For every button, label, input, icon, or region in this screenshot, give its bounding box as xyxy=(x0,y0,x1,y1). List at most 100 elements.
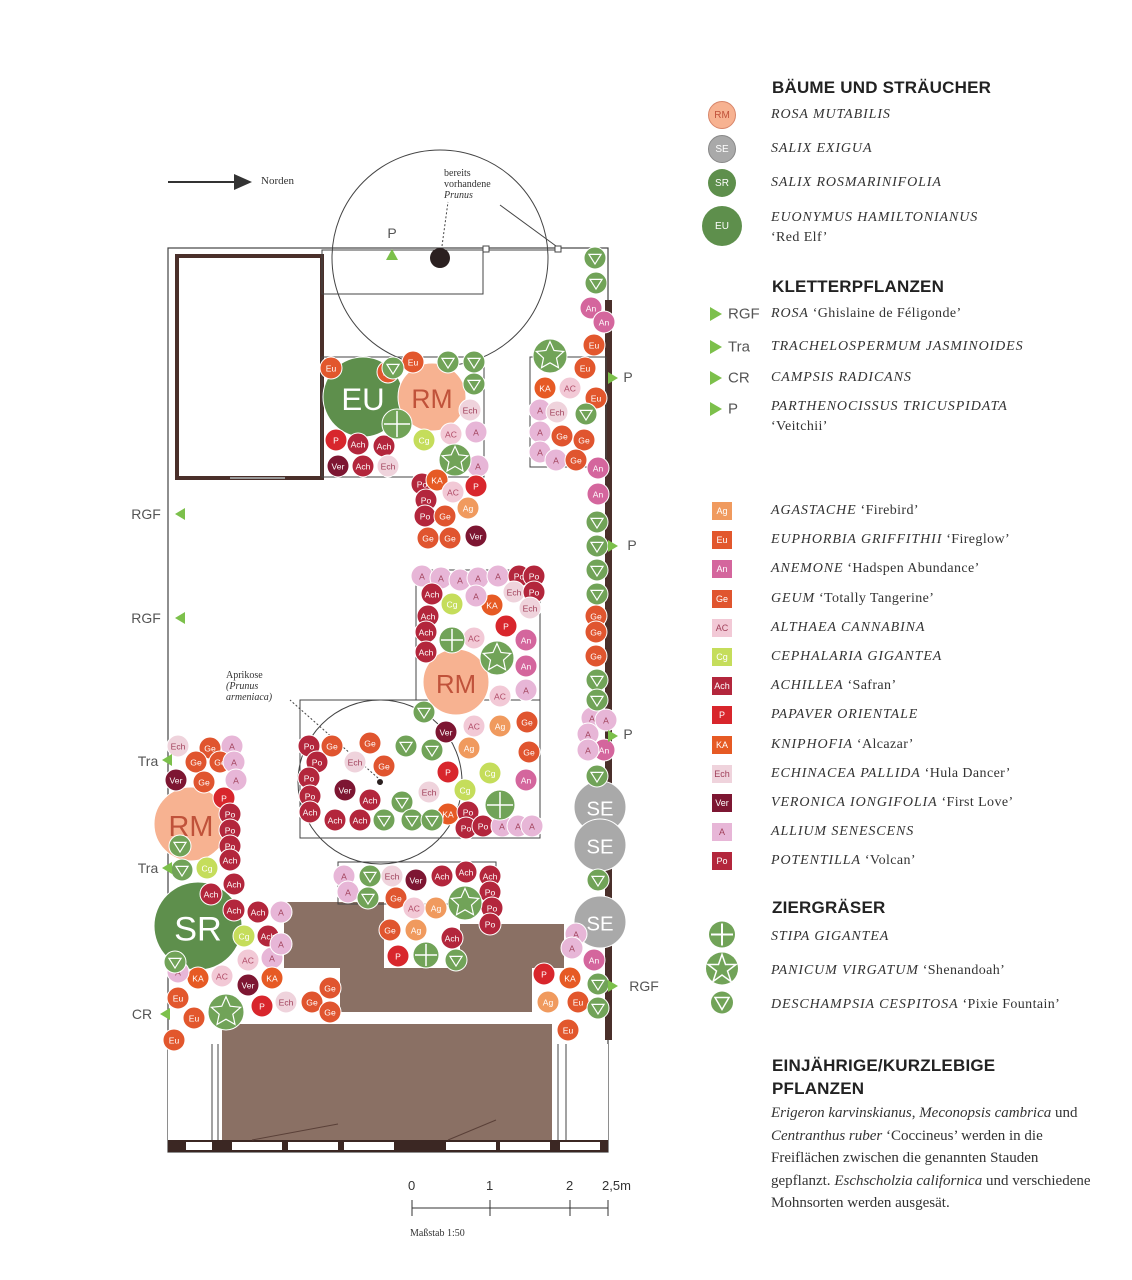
svg-text:Ag: Ag xyxy=(463,504,474,514)
svg-text:P: P xyxy=(473,482,479,492)
svg-text:A: A xyxy=(589,714,595,724)
svg-text:Ge: Ge xyxy=(439,512,451,522)
svg-text:KA: KA xyxy=(266,974,278,984)
svg-text:Po: Po xyxy=(485,920,496,930)
plant-cg: Cg xyxy=(453,778,477,802)
svg-text:Ver: Ver xyxy=(242,981,255,991)
svg-text:Cg: Cg xyxy=(202,864,213,874)
svg-text:Ech: Ech xyxy=(463,406,478,416)
plant-cg: Cg xyxy=(478,761,502,785)
legend-item-rm: RM ROSA MUTABILIS xyxy=(700,100,1130,130)
svg-text:A: A xyxy=(438,574,444,584)
svg-text:A: A xyxy=(419,572,425,582)
svg-text:Ech: Ech xyxy=(385,872,400,882)
svg-text:Ech: Ech xyxy=(550,408,565,418)
svg-text:Ge: Ge xyxy=(324,984,336,994)
plant-ka: KA xyxy=(533,376,557,400)
legend-item-deschampsia: DESCHAMPSIA CESPITOSA ‘Pixie Fountain’ xyxy=(700,990,1130,1020)
panicum-star-icon xyxy=(532,338,568,374)
svg-text:Ach: Ach xyxy=(419,628,434,638)
svg-text:AC: AC xyxy=(468,722,480,732)
deschampsia-triangle-icon xyxy=(585,534,609,558)
svg-text:Ach: Ach xyxy=(261,932,276,942)
plant-a: A xyxy=(486,564,510,588)
plant-a: A xyxy=(269,900,293,924)
plant-cg: Cg xyxy=(412,428,436,452)
svg-text:Po: Po xyxy=(312,758,323,768)
plant-sr: SR xyxy=(153,881,243,971)
plant-rm: RM xyxy=(397,362,467,432)
plant-rm: RM xyxy=(422,648,490,716)
plant-ge: Ge xyxy=(358,731,382,755)
climber-triangle-icon xyxy=(386,249,398,260)
annual-plants-text: Erigeron karvinskianus, Meconopsis cambr… xyxy=(771,1105,1091,1211)
svg-text:Po: Po xyxy=(529,588,540,598)
svg-text:An: An xyxy=(586,304,597,314)
plant-eu: Eu xyxy=(566,990,590,1014)
svg-text:Cg: Cg xyxy=(485,769,496,779)
svg-text:Ag: Ag xyxy=(464,744,475,754)
svg-text:A: A xyxy=(473,592,479,602)
deschampsia-triangle-icon xyxy=(585,510,609,534)
plant-ac: AC xyxy=(462,626,486,650)
svg-text:A: A xyxy=(537,406,543,416)
plant-p: P xyxy=(532,962,556,986)
scale-tick-0: 0 xyxy=(408,1178,416,1193)
plant-a: A xyxy=(464,584,488,608)
svg-text:Po: Po xyxy=(529,572,540,582)
shed xyxy=(175,254,324,480)
svg-text:An: An xyxy=(593,464,604,474)
svg-text:Po: Po xyxy=(305,792,316,802)
svg-text:Ech: Ech xyxy=(381,462,396,472)
svg-text:A: A xyxy=(269,954,275,964)
svg-text:Ech: Ech xyxy=(507,588,522,598)
plant-ge: Ge xyxy=(320,734,344,758)
svg-text:Eu: Eu xyxy=(169,1036,180,1046)
svg-text:A: A xyxy=(537,448,543,458)
ag-symbol: Ag xyxy=(712,502,732,520)
plant-an: An xyxy=(586,456,610,480)
svg-text:A: A xyxy=(499,822,505,832)
legend-item-p: P PARTHENOCISSUS TRICUSPIDATA‘Veitchii’ xyxy=(700,395,1130,435)
plant-ver: Ver xyxy=(164,768,188,792)
plant-ge: Ge xyxy=(378,918,402,942)
scale-tick-1: 1 xyxy=(486,1178,494,1193)
svg-text:Ag: Ag xyxy=(495,722,506,732)
svg-text:SR: SR xyxy=(174,911,222,949)
svg-text:Ach: Ach xyxy=(328,816,343,826)
svg-text:A: A xyxy=(569,944,575,954)
deschampsia-triangle-icon xyxy=(585,558,609,582)
eu-symbol: Eu xyxy=(712,531,732,550)
svg-text:A: A xyxy=(229,742,235,752)
svg-text:Eu: Eu xyxy=(189,1014,200,1024)
plant-ach: Ach xyxy=(222,872,246,896)
plant-an: An xyxy=(514,768,538,792)
svg-text:Ge: Ge xyxy=(570,456,582,466)
deschampsia-triangle-icon xyxy=(170,858,194,882)
deschampsia-triangle-icon xyxy=(585,582,609,606)
svg-text:Ech: Ech xyxy=(422,788,437,798)
svg-text:Ech: Ech xyxy=(279,998,294,1008)
svg-text:Ge: Ge xyxy=(590,628,602,638)
plant-ver: Ver xyxy=(326,454,350,478)
plant-ech: Ech xyxy=(380,864,404,888)
deschampsia-triangle-icon xyxy=(420,808,444,832)
svg-text:Ach: Ach xyxy=(353,816,368,826)
legend-item-tra: Tra TRACHELOSPERMUM JASMINOIDES xyxy=(700,332,1130,362)
svg-text:Ach: Ach xyxy=(435,872,450,882)
svg-text:P: P xyxy=(503,622,509,632)
svg-text:Ach: Ach xyxy=(204,890,219,900)
svg-text:Ag: Ag xyxy=(543,998,554,1008)
rosa-mutabilis-symbol: RM xyxy=(708,101,736,129)
svg-text:KA: KA xyxy=(564,974,576,984)
svg-text:Ach: Ach xyxy=(421,612,436,622)
an-symbol: An xyxy=(712,560,732,579)
plant-ac: AC xyxy=(441,480,465,504)
plant-ge: Ge xyxy=(572,428,596,452)
deschampsia-triangle-icon xyxy=(586,996,610,1020)
plant-ver: Ver xyxy=(333,778,357,802)
plant-a: A xyxy=(594,708,618,732)
svg-text:Ach: Ach xyxy=(227,880,242,890)
svg-text:Cg: Cg xyxy=(239,932,250,942)
